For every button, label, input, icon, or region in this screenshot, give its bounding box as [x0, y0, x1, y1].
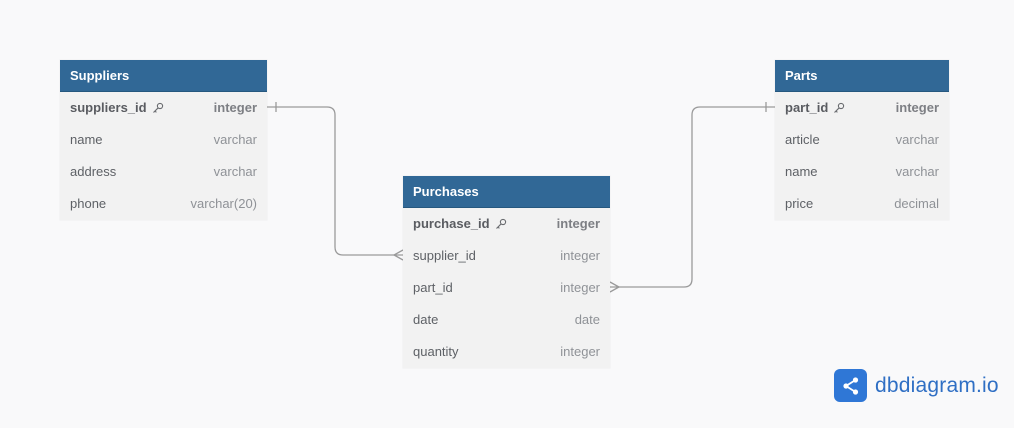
field-type: date	[574, 312, 600, 327]
relationship-purchases-parts[interactable]	[610, 106, 775, 288]
brand-name: dbdiagram.io	[875, 373, 999, 397]
relationship-suppliers-purchases[interactable]	[267, 106, 403, 256]
key-icon	[495, 218, 506, 229]
field-row-purchases-quantity[interactable]: quantity integer	[403, 336, 610, 368]
table-parts[interactable]: Parts part_id integer article varchar na…	[775, 60, 949, 220]
field-name: part_id	[413, 280, 453, 295]
field-name: supplier_id	[413, 248, 476, 263]
key-icon	[152, 102, 163, 113]
field-type: varchar	[895, 132, 939, 147]
many-marker-purchases-part	[609, 281, 621, 293]
field-type: varchar	[895, 164, 939, 179]
table-purchases[interactable]: Purchases purchase_id integer supplier_i…	[403, 176, 610, 368]
field-name: article	[785, 132, 820, 147]
field-type: varchar	[213, 164, 257, 179]
field-name: quantity	[413, 344, 459, 359]
dbdiagram-brand[interactable]: dbdiagram.io	[834, 369, 999, 402]
field-name: phone	[70, 196, 107, 211]
field-name: name	[785, 164, 818, 179]
field-type: integer	[560, 344, 600, 359]
field-type: decimal	[894, 196, 939, 211]
field-type: varchar	[213, 132, 257, 147]
field-name: date	[413, 312, 439, 327]
field-name: price	[785, 196, 814, 211]
key-icon	[834, 102, 845, 113]
field-name: part_id	[785, 100, 829, 115]
field-type: integer	[895, 100, 939, 115]
field-row-purchases-part-id[interactable]: part_id integer	[403, 272, 610, 304]
table-header-parts[interactable]: Parts	[775, 60, 949, 92]
field-row-suppliers-id[interactable]: suppliers_id integer	[60, 92, 267, 124]
field-row-parts-article[interactable]: article varchar	[775, 124, 949, 156]
field-name: suppliers_id	[70, 100, 147, 115]
many-marker-purchases-supplier	[392, 249, 404, 261]
table-suppliers[interactable]: Suppliers suppliers_id integer name varc…	[60, 60, 267, 220]
field-row-purchase-id[interactable]: purchase_id integer	[403, 208, 610, 240]
field-row-purchases-supplier-id[interactable]: supplier_id integer	[403, 240, 610, 272]
field-name: address	[70, 164, 117, 179]
field-type: integer	[560, 248, 600, 263]
field-row-parts-price[interactable]: price decimal	[775, 188, 949, 220]
field-type: integer	[213, 100, 257, 115]
field-row-suppliers-phone[interactable]: phone varchar(20)	[60, 188, 267, 220]
dbdiagram-logo-icon	[834, 369, 867, 402]
table-header-suppliers[interactable]: Suppliers	[60, 60, 267, 92]
field-name: name	[70, 132, 103, 147]
field-type: integer	[560, 280, 600, 295]
field-row-suppliers-address[interactable]: address varchar	[60, 156, 267, 188]
field-name: purchase_id	[413, 216, 490, 231]
field-row-parts-name[interactable]: name varchar	[775, 156, 949, 188]
field-type: integer	[556, 216, 600, 231]
field-type: varchar(20)	[190, 196, 257, 211]
field-row-suppliers-name[interactable]: name varchar	[60, 124, 267, 156]
table-header-purchases[interactable]: Purchases	[403, 176, 610, 208]
field-row-parts-part-id[interactable]: part_id integer	[775, 92, 949, 124]
field-row-purchases-date[interactable]: date date	[403, 304, 610, 336]
